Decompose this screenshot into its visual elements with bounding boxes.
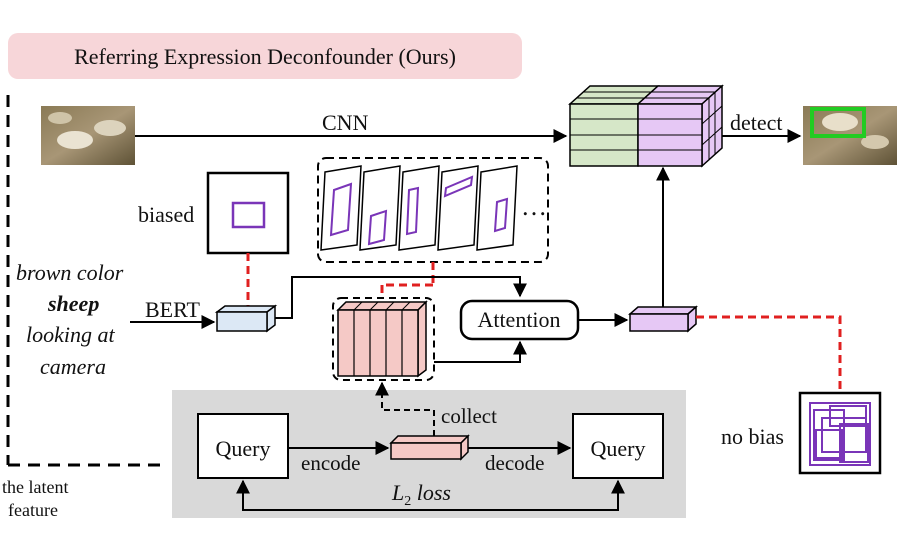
decode-label: decode bbox=[485, 451, 544, 475]
expression-line4: camera bbox=[40, 354, 106, 379]
bert-label: BERT bbox=[145, 297, 200, 322]
expression-line2: sheep bbox=[47, 291, 99, 316]
l2-loss-arrow bbox=[236, 479, 625, 511]
encode-label: encode bbox=[301, 451, 360, 475]
latent-bracket bbox=[6, 95, 168, 467]
expression-line3: looking at bbox=[26, 322, 115, 347]
detect-label: detect bbox=[730, 110, 783, 135]
attention-label: Attention bbox=[477, 307, 560, 332]
latent-label-line1: the latent bbox=[2, 477, 68, 497]
biased-label: biased bbox=[138, 202, 194, 227]
confounder-dictionary: … bbox=[317, 157, 549, 263]
output-image bbox=[803, 106, 897, 165]
collect-arrow bbox=[375, 381, 435, 436]
referring-expression: brown color sheep looking at camera bbox=[16, 260, 124, 379]
query-box-right: Query bbox=[572, 413, 664, 479]
visual-feature-cube bbox=[568, 84, 724, 168]
query-right-label: Query bbox=[591, 436, 646, 461]
query-left-label: Query bbox=[216, 436, 271, 461]
l2-loss-label: L2 loss bbox=[391, 480, 451, 509]
attention-block: Attention bbox=[459, 299, 580, 341]
deconfounded-feature bbox=[628, 305, 698, 333]
title-banner: Referring Expression Deconfounder (Ours) bbox=[8, 33, 522, 79]
no-bias-label: no bias bbox=[721, 424, 784, 449]
cnn-label: CNN bbox=[322, 110, 369, 135]
title-text: Referring Expression Deconfounder (Ours) bbox=[74, 44, 456, 69]
collect-label: collect bbox=[441, 404, 497, 428]
input-image bbox=[41, 106, 135, 165]
biased-box bbox=[206, 171, 290, 255]
confounder-features bbox=[332, 297, 435, 381]
latent-label-line2: feature bbox=[8, 500, 58, 520]
query-box-left: Query bbox=[197, 413, 289, 479]
dictionary-ellipsis: … bbox=[521, 192, 547, 221]
language-to-attention bbox=[275, 276, 527, 319]
nobias-red-dash bbox=[696, 315, 842, 392]
latent-code bbox=[389, 434, 470, 461]
expression-line1: brown color bbox=[16, 260, 124, 285]
no-bias-box bbox=[798, 391, 882, 475]
language-feature bbox=[214, 304, 278, 333]
features-to-attention bbox=[434, 340, 527, 363]
